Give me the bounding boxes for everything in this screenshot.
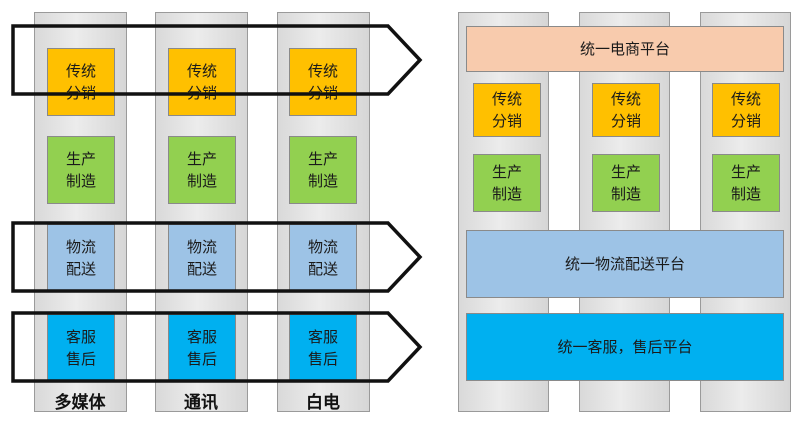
- production-box: 生产 制造: [712, 154, 780, 212]
- unified-ecommerce-platform: 统一电商平台: [466, 26, 784, 72]
- production-box: 生产 制造: [473, 154, 541, 212]
- distribution-box: 传统 分销: [473, 83, 541, 137]
- logistics-box: 物流 配送: [47, 224, 115, 292]
- column-label-multimedia: 多媒体: [54, 393, 106, 413]
- distribution-box: 传统 分销: [168, 48, 236, 116]
- distribution-box: 传统 分销: [289, 48, 357, 116]
- production-box: 生产 制造: [47, 136, 115, 204]
- service-box: 客服 售后: [289, 314, 357, 382]
- unified-service-platform: 统一客服，售后平台: [466, 313, 784, 381]
- service-box: 客服 售后: [47, 314, 115, 382]
- column-label-appliance: 白电: [306, 393, 340, 413]
- production-box: 生产 制造: [289, 136, 357, 204]
- distribution-box: 传统 分销: [47, 48, 115, 116]
- unified-logistics-platform: 统一物流配送平台: [466, 230, 784, 298]
- production-box: 生产 制造: [592, 154, 660, 212]
- distribution-box: 传统 分销: [712, 83, 780, 137]
- column-label-telecom: 通讯: [184, 393, 218, 413]
- service-box: 客服 售后: [168, 314, 236, 382]
- logistics-box: 物流 配送: [168, 224, 236, 292]
- production-box: 生产 制造: [168, 136, 236, 204]
- distribution-box: 传统 分销: [592, 83, 660, 137]
- logistics-box: 物流 配送: [289, 224, 357, 292]
